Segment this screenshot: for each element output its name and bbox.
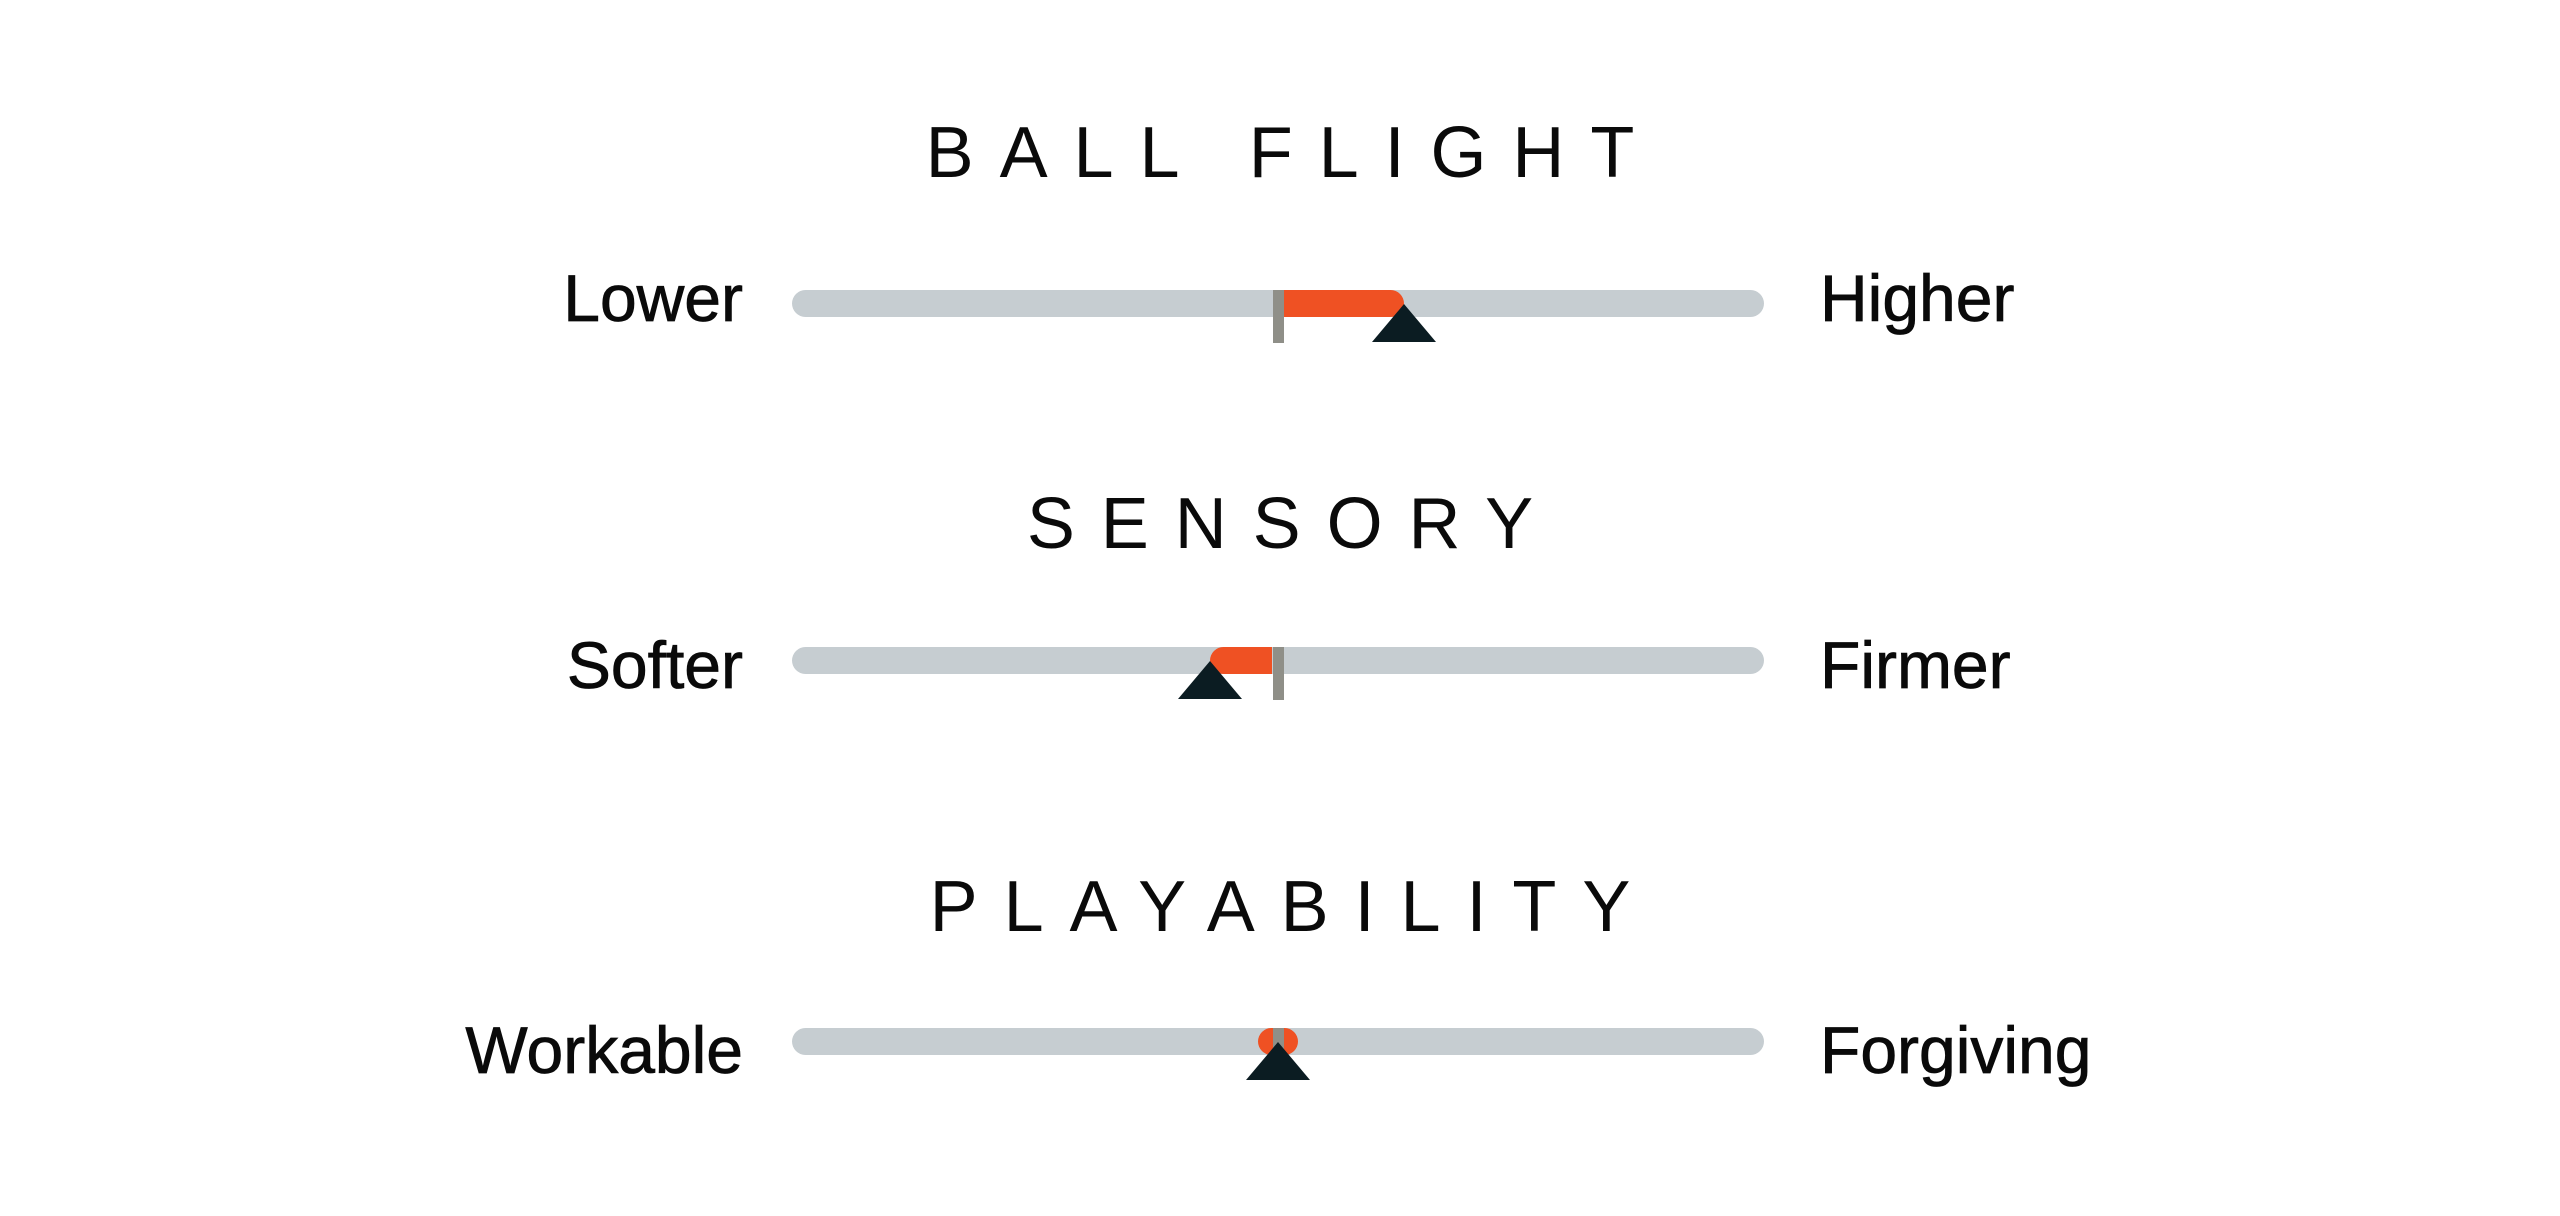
ball-flight-left-label: Lower: [563, 261, 744, 335]
playability-right-label: Forgiving: [1820, 1013, 2092, 1087]
ball-flight-reference-tick: [1272, 290, 1284, 343]
ball-flight-title: BALL FLIGHT: [925, 113, 1661, 193]
sensory-reference-tick: [1272, 647, 1284, 700]
sensory-title: SENSORY: [1026, 484, 1560, 564]
playability-left-label: Workable: [465, 1013, 743, 1087]
sensory-left-label: Softer: [566, 628, 744, 702]
sensory-pointer-icon: [1177, 660, 1242, 699]
playability-track: [792, 1028, 1764, 1080]
ball-flight-right-label: Higher: [1820, 261, 2015, 335]
sensory-right-label: Firmer: [1820, 628, 2011, 702]
sensory-track: [792, 647, 1764, 700]
ball-flight-pointer-icon: [1372, 303, 1437, 342]
ball-flight-track: [792, 290, 1764, 343]
playability-pointer-icon: [1246, 1041, 1310, 1080]
playability-title: PLAYABILITY: [929, 867, 1657, 947]
